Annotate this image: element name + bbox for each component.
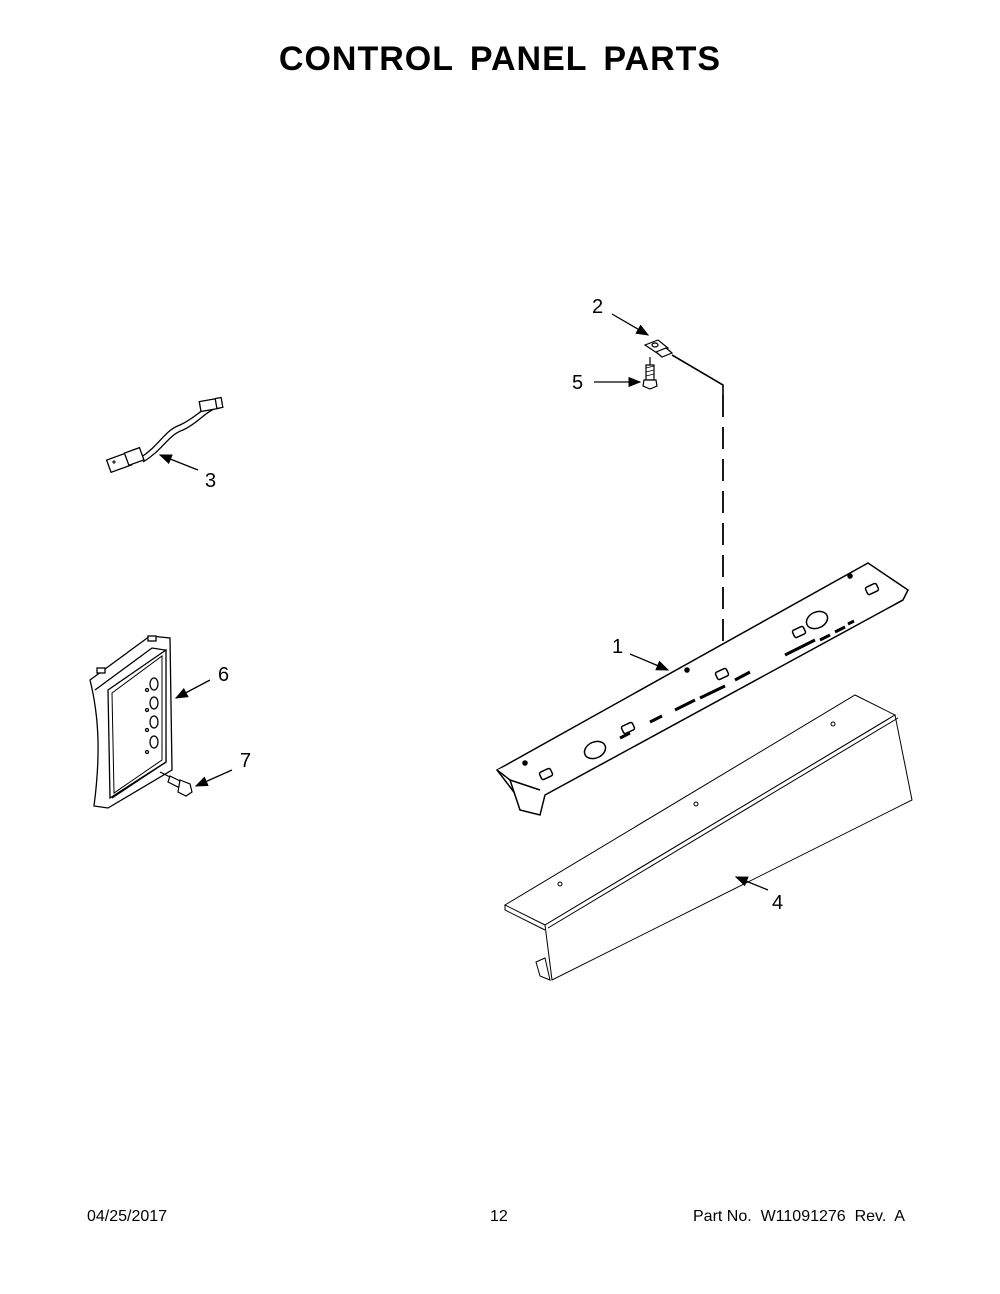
screw-5-drawing xyxy=(642,357,658,390)
control-panel-cover-drawing xyxy=(503,694,913,981)
wire-harness-drawing xyxy=(105,396,224,474)
callout-4-leader xyxy=(734,876,769,891)
footer-page-number: 12 xyxy=(490,1208,508,1225)
footer-part-number: Part No. W11091276 Rev. A xyxy=(693,1208,905,1225)
callout-1-leader xyxy=(629,653,670,671)
callout-1: 1 xyxy=(612,636,624,658)
callout-4: 4 xyxy=(772,892,784,914)
page-title: CONTROL PANEL PARTS xyxy=(278,40,722,78)
callout-3: 3 xyxy=(205,470,217,492)
callout-6-leader xyxy=(174,679,211,699)
callout-7: 7 xyxy=(240,750,252,772)
callout-6: 6 xyxy=(218,664,230,686)
footer-date: 04/25/2017 xyxy=(87,1208,168,1225)
control-panel-bracket-drawing xyxy=(495,562,909,816)
ground-clip-drawing xyxy=(643,339,674,358)
callout-3-leader xyxy=(158,454,199,471)
callout-5: 5 xyxy=(572,372,584,394)
callout-2-leader xyxy=(611,313,650,336)
callout-7-leader xyxy=(194,769,233,787)
callout-2: 2 xyxy=(592,296,604,318)
ground-wire xyxy=(671,354,724,395)
end-cap-drawing xyxy=(89,635,173,809)
screw-7-drawing xyxy=(159,771,193,797)
